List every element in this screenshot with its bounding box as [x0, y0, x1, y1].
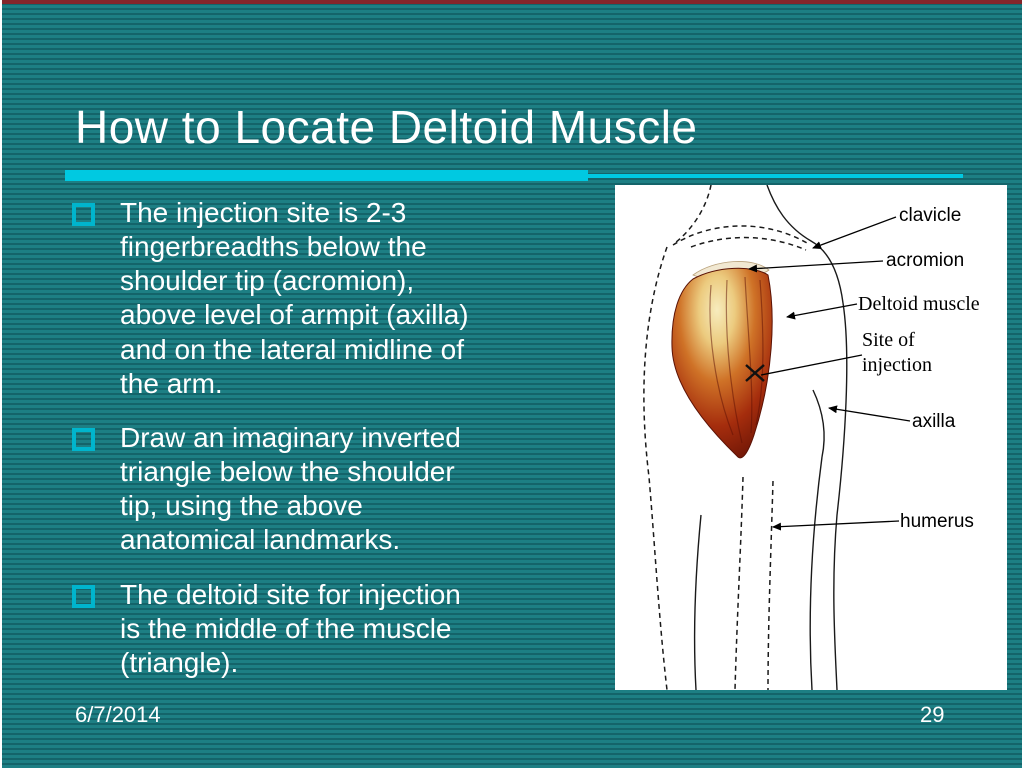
bullet-text: The deltoid site for injection is the mi…	[120, 578, 461, 678]
deltoid-illustration	[643, 185, 911, 690]
bullet-text: The injection site is 2-3 fingerbreadths…	[120, 197, 469, 399]
left-edge-strip	[0, 0, 2, 768]
bullet-item: Draw an imaginary inverted triangle belo…	[72, 421, 617, 558]
bullet-square-icon	[72, 203, 95, 226]
injection-site-x-mark	[745, 364, 765, 382]
bullet-item: The deltoid site for injection is the mi…	[72, 578, 617, 680]
body-outline-dashed	[643, 185, 808, 690]
top-red-strip	[0, 0, 1024, 4]
body-outline-solid	[693, 185, 848, 690]
deltoid-muscle-shape	[671, 267, 773, 459]
bullet-list: The injection site is 2-3 fingerbreadths…	[72, 196, 617, 680]
injection-site-line	[760, 354, 863, 376]
deltoid-arrow	[786, 303, 858, 320]
leader-lines	[748, 216, 911, 531]
acromion-arrow	[748, 260, 884, 273]
humerus-arrow	[772, 520, 900, 531]
clavicle-label: clavicle	[899, 205, 962, 226]
slide-title: How to Locate Deltoid Muscle	[75, 101, 698, 153]
clavicle-arrow	[812, 216, 897, 249]
title-underline-thick	[65, 170, 588, 181]
slide-date: 6/7/2014	[75, 702, 161, 727]
bullet-square-icon	[72, 584, 95, 608]
acromion-label: acromion	[886, 250, 965, 271]
muscle-fiber-streaks	[709, 276, 764, 444]
axilla-arrow	[828, 405, 911, 422]
site-of-injection-label: Site of injection	[862, 329, 932, 376]
deltoid-muscle-label: Deltoid muscle	[858, 293, 980, 315]
axilla-label: axilla	[912, 411, 956, 432]
bullet-item: The injection site is 2-3 fingerbreadths…	[72, 196, 617, 401]
bullet-square-icon	[72, 427, 95, 451]
humerus-label: humerus	[900, 511, 974, 532]
slide-page-number: 29	[920, 702, 945, 727]
anatomy-diagram: clavicle acromion Deltoid muscle Site of…	[615, 185, 1007, 690]
right-edge-strip	[1022, 0, 1024, 768]
bullet-text: Draw an imaginary inverted triangle belo…	[120, 421, 461, 556]
